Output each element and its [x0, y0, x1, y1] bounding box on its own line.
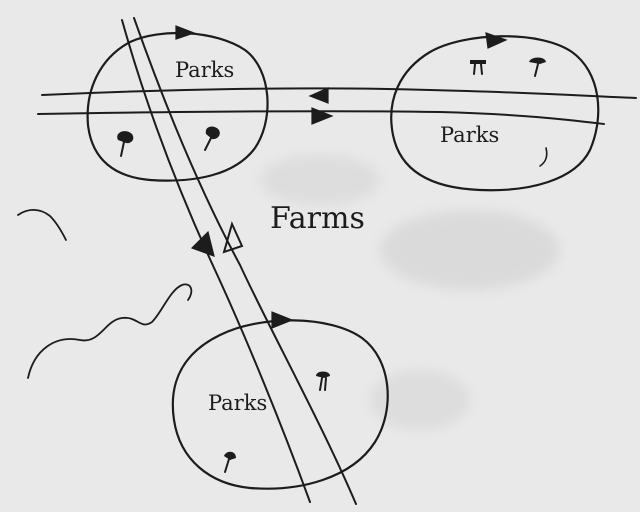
farms-label: Farms	[270, 201, 365, 236]
tree-icon	[224, 451, 236, 473]
scribble-mark	[539, 147, 548, 167]
park-circle-top-right	[390, 35, 600, 192]
road-diagonal-right-line	[133, 17, 357, 505]
direction-arrow-icon	[175, 25, 196, 40]
road-horizontal-upper-line	[41, 87, 637, 99]
direction-arrow-icon	[190, 230, 215, 257]
road-diagonal-left-line	[121, 19, 311, 503]
tree-icon	[529, 57, 546, 77]
direction-arrow-icon	[271, 311, 294, 329]
direction-arrow-icon	[222, 221, 244, 254]
scribble-mark	[17, 208, 67, 241]
tree-icon	[204, 126, 220, 151]
road-horizontal-lower-line	[37, 110, 605, 125]
paper-smudges	[260, 155, 560, 430]
direction-arrow-icon	[308, 87, 329, 104]
scribble-mark	[27, 283, 193, 379]
direction-arrow-icon	[311, 107, 334, 125]
tree-icon	[117, 131, 134, 157]
park-label-bottom: Parks	[208, 391, 267, 415]
direction-arrow-icon	[485, 32, 508, 49]
park-label-top-right: Parks	[440, 123, 499, 147]
park-circle-bottom	[171, 319, 389, 490]
tree-icon	[470, 60, 486, 75]
park-label-top-left: Parks	[175, 58, 234, 82]
tree-icon	[316, 371, 330, 391]
